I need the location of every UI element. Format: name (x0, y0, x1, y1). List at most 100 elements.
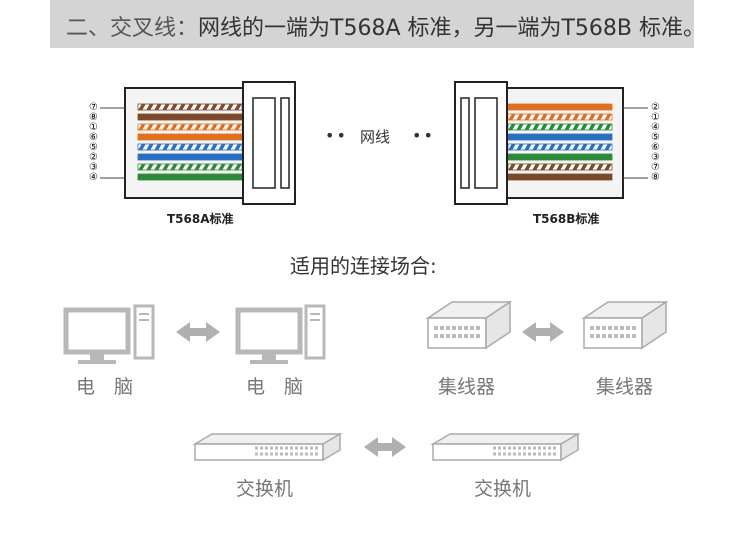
double-arrow-icon (522, 322, 564, 342)
right-wire-stripe (572, 114, 580, 120)
right-wire-stripe (588, 124, 596, 130)
right-wire-stripe (564, 164, 572, 170)
left-wire-stripe (162, 144, 170, 150)
switch-1 (192, 432, 343, 462)
computer-1 (63, 304, 155, 364)
left-wire-stripe (210, 104, 218, 110)
left-wire-stripe (154, 164, 162, 170)
computer-2 (235, 304, 326, 364)
left-wire-stripe (226, 104, 234, 110)
left-wire-stripe (226, 164, 234, 170)
left-wire-stripe (162, 164, 170, 170)
cable-label: 网线 (360, 128, 391, 146)
right-wire-stripe (580, 114, 588, 120)
right-wire-stripe (524, 144, 532, 150)
left-wire (137, 113, 243, 121)
right-wire (507, 133, 613, 141)
page-title: 二、交叉线：网线的一端为T568A 标准，另一端为T568B 标准。 (66, 10, 705, 42)
right-wire-stripe (572, 124, 580, 130)
left-wire-stripe (146, 164, 154, 170)
right-wire-stripe (508, 124, 516, 130)
right-pin-label: ⑤ (651, 132, 660, 143)
left-wire-stripe (138, 164, 146, 170)
right-wire-stripe (508, 114, 516, 120)
right-pin-label: ① (651, 112, 660, 123)
double-arrow-icon (176, 322, 220, 342)
right-wire-stripe (604, 114, 612, 120)
right-wire-stripe (596, 114, 604, 120)
left-wire (137, 153, 243, 161)
monitor-icon (235, 307, 303, 355)
switch-1-label: 交换机 (236, 478, 294, 500)
left-wire-stripe (162, 104, 170, 110)
double-arrow-icon (364, 437, 406, 457)
right-wire-stripe (580, 144, 588, 150)
right-pin-label: ③ (651, 152, 660, 163)
left-wire-stripe (202, 104, 210, 110)
left-wire-stripe (138, 104, 146, 110)
left-pin-label: ⑤ (89, 142, 98, 153)
right-wire-stripe (524, 114, 532, 120)
left-wire-stripe (210, 144, 218, 150)
right-pin-label: ② (651, 102, 660, 113)
left-wire-stripe (210, 124, 218, 130)
right-wire-stripe (516, 144, 524, 150)
hub-1 (425, 300, 513, 350)
right-connector (454, 81, 648, 205)
right-wire-stripe (540, 144, 548, 150)
left-wire-stripe (178, 164, 186, 170)
right-plug-clip (474, 97, 498, 189)
right-wire-stripe (516, 124, 524, 130)
left-wire-stripe (146, 144, 154, 150)
switch-2-label: 交换机 (474, 478, 532, 500)
left-wire-stripe (218, 104, 226, 110)
left-wire-stripe (186, 104, 194, 110)
left-wire-stripe (186, 124, 194, 130)
right-wire-stripe (572, 144, 580, 150)
left-wire (137, 133, 243, 141)
left-wire-stripe (210, 164, 218, 170)
right-wire-stripe (516, 114, 524, 120)
left-connector (100, 81, 296, 205)
left-wire-stripe (162, 124, 170, 130)
left-wire-stripe (194, 104, 202, 110)
right-pin-label: ⑦ (651, 162, 660, 173)
right-wire-stripe (540, 114, 548, 120)
left-wire-stripe (218, 164, 226, 170)
left-wire-stripe (234, 104, 242, 110)
right-wire-stripe (556, 164, 564, 170)
left-wire-stripe (170, 124, 178, 130)
left-wire-stripe (202, 164, 210, 170)
right-wire-stripe (524, 124, 532, 130)
right-wire-stripe (540, 164, 548, 170)
right-wire-stripe (508, 164, 516, 170)
left-wire-stripe (194, 124, 202, 130)
left-wire-stripe (138, 124, 146, 130)
left-wire-stripe (170, 164, 178, 170)
left-pin-label: ③ (89, 162, 98, 173)
left-standard-label: T568A标准 (167, 212, 234, 226)
left-wire-stripe (226, 124, 234, 130)
right-wire-stripe (588, 164, 596, 170)
hub-2 (581, 300, 669, 350)
left-wire-stripe (234, 124, 242, 130)
dots-left: •• (325, 126, 348, 145)
right-wires (507, 103, 613, 181)
right-wire-stripe (524, 164, 532, 170)
usage-subtitle: 适用的连接场合: (290, 254, 437, 278)
right-wire-stripe (548, 124, 556, 130)
right-wire-stripe (564, 144, 572, 150)
right-wire-stripe (508, 144, 516, 150)
right-wire-stripe (596, 164, 604, 170)
right-standard-label: T568B标准 (533, 212, 600, 226)
right-wire-stripe (564, 114, 572, 120)
right-pin-label: ⑧ (651, 172, 660, 183)
left-wire-stripe (234, 144, 242, 150)
computer-1-label: 电 脑 (76, 376, 134, 398)
right-wire-stripe (556, 144, 564, 150)
right-wire-stripe (532, 114, 540, 120)
left-wire-stripe (178, 144, 186, 150)
right-wire-stripe (588, 144, 596, 150)
